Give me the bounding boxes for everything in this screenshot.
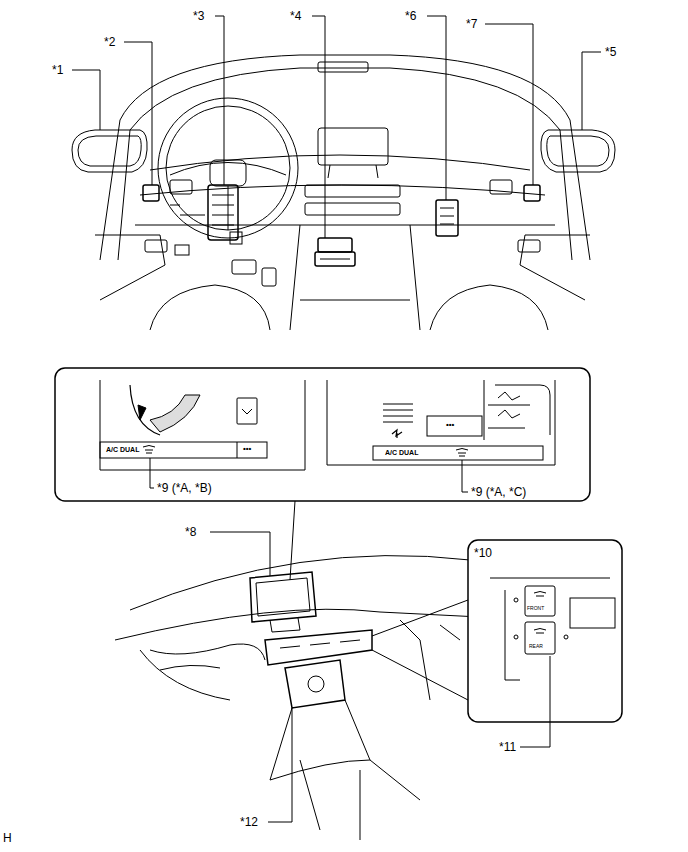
menu-dots: •••: [243, 445, 251, 453]
callout-number: *7: [466, 18, 477, 30]
screen-button-text: A/C DUAL: [106, 446, 139, 453]
callout-number: *2: [104, 36, 115, 48]
button-label: FRONT: [527, 606, 544, 611]
callout-number: *12: [240, 816, 258, 828]
callout-number: *4: [290, 10, 301, 22]
screen-button-text: A/C DUAL: [385, 449, 418, 456]
callout-number: *9 (*A, *B): [157, 482, 212, 494]
callout-number: *6: [405, 10, 416, 22]
callout-number: *10: [474, 547, 492, 559]
button-label: REAR: [529, 644, 543, 649]
figure-code: H: [3, 832, 12, 844]
callout-number: *9 (*A, *C): [471, 486, 526, 498]
callout-number: *8: [185, 526, 196, 538]
callout-number: *5: [605, 46, 616, 58]
leader-lines: [72, 16, 601, 238]
callout-number: *1: [52, 64, 63, 76]
callout-number: *11: [499, 741, 516, 753]
interior-view: [72, 55, 615, 330]
menu-dots: •••: [446, 421, 454, 429]
callout-number: *3: [193, 10, 204, 22]
inset-box: [468, 540, 622, 747]
zoom-box: [55, 368, 590, 501]
